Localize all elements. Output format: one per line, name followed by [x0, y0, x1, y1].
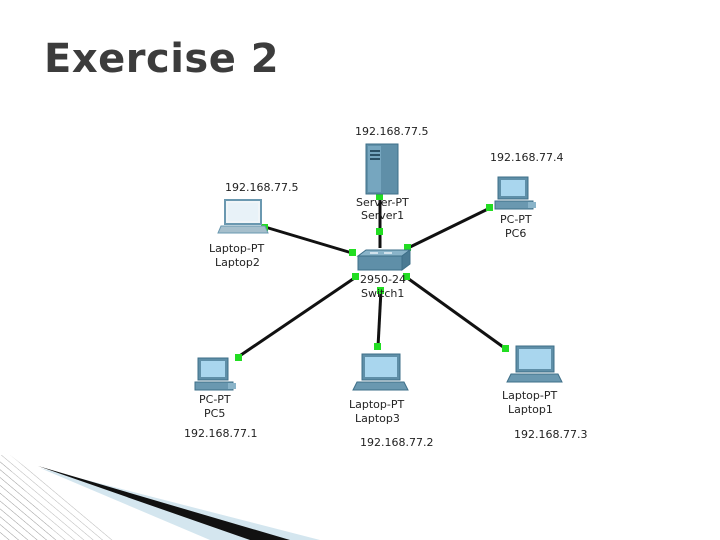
port-led	[404, 244, 411, 251]
device-type: PC-PT	[199, 393, 231, 406]
corner-light-band	[40, 468, 320, 540]
device-name: PC5	[204, 407, 225, 420]
laptop-icon	[352, 353, 409, 391]
desktop-pc-icon	[194, 357, 236, 391]
corner-dark-swoosh	[38, 466, 290, 540]
device-name: Laptop1	[508, 403, 553, 416]
device-laptop2[interactable]: 192.168.77.5 Laptop-PT Laptop2	[209, 181, 298, 269]
port-led	[374, 343, 381, 350]
port-led	[349, 249, 356, 256]
device-ip: 192.168.77.3	[514, 428, 587, 441]
laptop-icon	[506, 345, 563, 383]
device-ip: 192.168.77.1	[184, 427, 257, 440]
laptop-icon	[217, 199, 269, 234]
device-pc6[interactable]: 192.168.77.4 PC-PT PC6	[490, 151, 563, 240]
device-type: Laptop-PT	[349, 398, 404, 411]
desktop-pc-icon	[494, 176, 536, 210]
corner-hatch-band	[0, 455, 120, 540]
device-switch1[interactable]: 2950-24 Switch1	[356, 249, 412, 300]
device-ip: 192.168.77.5	[225, 181, 298, 194]
port-led	[376, 228, 383, 235]
port-led	[352, 273, 359, 280]
link-switch1-pc6[interactable]	[407, 205, 493, 250]
port-led	[235, 354, 242, 361]
port-led	[376, 193, 383, 200]
device-type: Laptop-PT	[209, 242, 264, 255]
device-type: 2950-24	[360, 273, 406, 286]
links	[237, 196, 507, 359]
device-type: PC-PT	[500, 213, 532, 226]
device-type: Server-PT	[356, 196, 409, 209]
link-switch1-pc5[interactable]	[237, 275, 357, 359]
device-server1[interactable]: 192.168.77.5 Server-PT Server1	[355, 125, 428, 222]
switch-icon	[356, 249, 412, 271]
device-name: Switch1	[361, 287, 404, 300]
port-led	[403, 273, 410, 280]
port-indicators	[235, 193, 509, 361]
device-ip: 192.168.77.5	[355, 125, 428, 138]
port-led	[377, 287, 384, 294]
device-laptop3[interactable]: Laptop-PT Laptop3 192.168.77.2	[349, 353, 433, 449]
decorative-corner	[0, 455, 320, 540]
device-pc5[interactable]: PC-PT PC5 192.168.77.1	[184, 357, 257, 440]
link-switch1-laptop1[interactable]	[405, 275, 507, 351]
device-name: Server1	[361, 209, 404, 222]
device-name: PC6	[505, 227, 526, 240]
server-icon	[365, 143, 399, 195]
device-type: Laptop-PT	[502, 389, 557, 402]
link-switch1-laptop3[interactable]	[376, 289, 383, 348]
port-led	[502, 345, 509, 352]
device-name: Laptop3	[355, 412, 400, 425]
port-led	[486, 204, 493, 211]
device-ip: 192.168.77.4	[490, 151, 563, 164]
slide-title: Exercise 2	[44, 36, 280, 82]
device-name: Laptop2	[215, 256, 260, 269]
link-switch1-laptop2[interactable]	[264, 225, 353, 255]
device-laptop1[interactable]: Laptop-PT Laptop1 192.168.77.3	[502, 345, 587, 441]
device-ip: 192.168.77.2	[360, 436, 433, 449]
